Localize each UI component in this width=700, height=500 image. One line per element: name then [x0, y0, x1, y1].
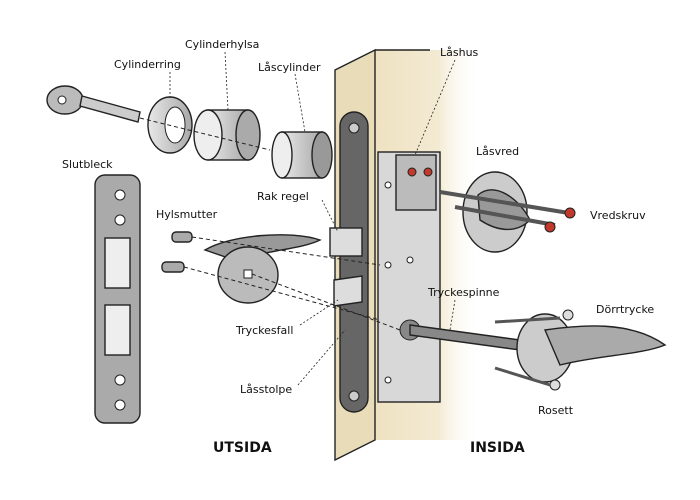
label-rosett: Rosett [538, 404, 574, 417]
outside-handle [203, 234, 322, 304]
label-dorrtrycke: Dörrtrycke [596, 303, 654, 316]
sleeve-nut [171, 231, 193, 243]
label-outside: UTSIDA [213, 440, 272, 456]
sleeve-nut [161, 261, 185, 273]
label-lasstolpe: Låsstolpe [240, 383, 292, 396]
label-rak-regel: Rak regel [257, 190, 309, 203]
key [46, 85, 141, 123]
latch [333, 275, 363, 307]
lock-cylinder [271, 131, 333, 179]
label-cylinderhylsa: Cylinderhylsa [185, 38, 259, 51]
label-cylinderring: Cylinderring [114, 58, 181, 71]
label-lasvred: Låsvred [476, 145, 519, 158]
strike-plate [94, 174, 141, 424]
deadbolt [329, 227, 363, 257]
label-vredskruv: Vredskruv [590, 209, 646, 222]
faceplate [339, 111, 369, 413]
label-slutbleck: Slutbleck [62, 158, 113, 171]
inside-handle [516, 309, 667, 391]
lock-case [377, 151, 441, 403]
label-tryckespinne: Tryckespinne [427, 286, 500, 299]
label-lashus: Låshus [440, 46, 479, 59]
label-inside: INSIDA [470, 440, 525, 456]
cylinder-sleeve [193, 109, 261, 161]
label-tryckesfall: Tryckesfall [235, 324, 293, 337]
label-lascylinder: Låscylinder [258, 61, 321, 74]
label-hylsmutter: Hylsmutter [156, 208, 218, 221]
